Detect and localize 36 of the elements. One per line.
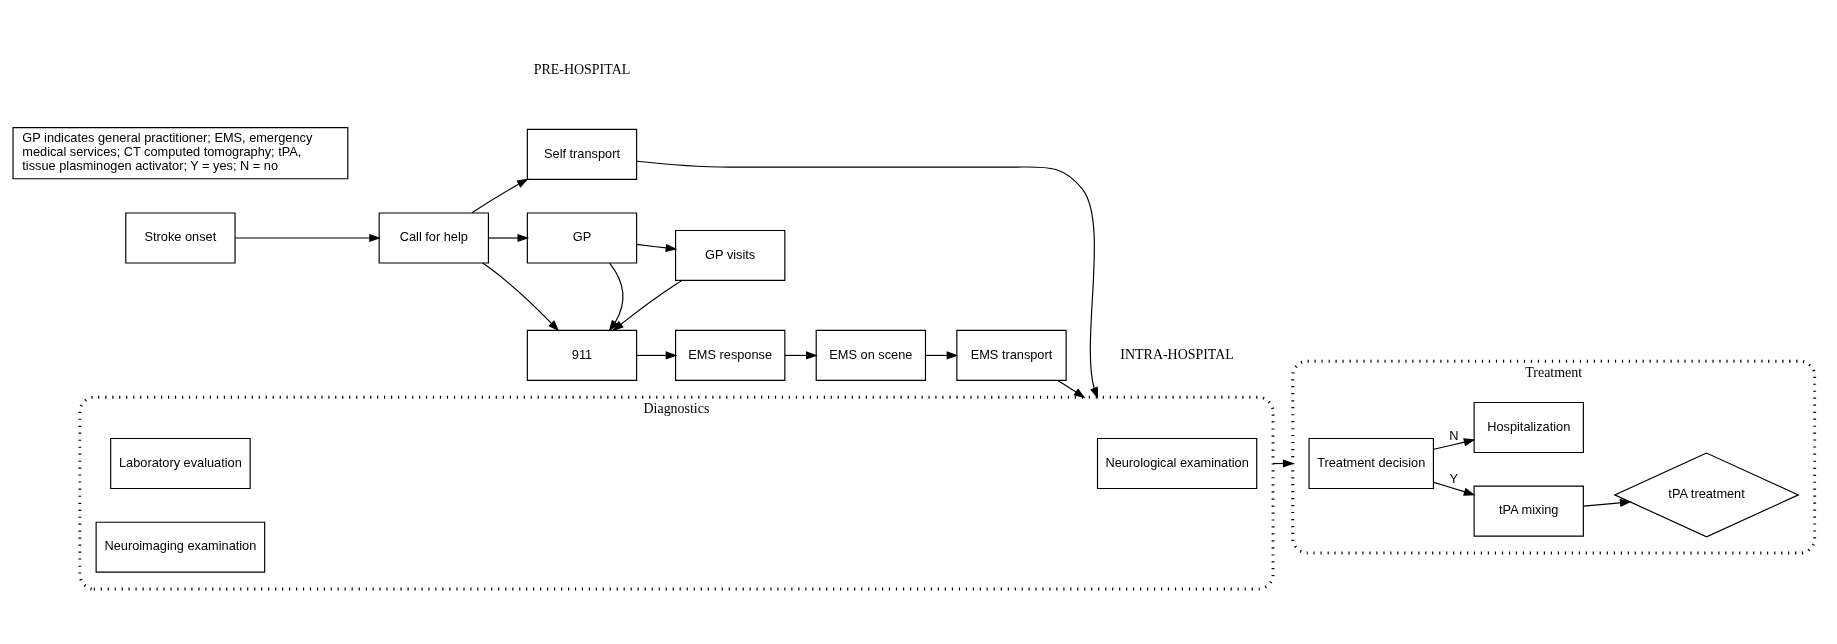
arrow bbox=[612, 280, 683, 332]
label: INTRA-HOSPITAL bbox=[1120, 347, 1234, 363]
arrow bbox=[636, 160, 1099, 399]
node-box: Neurological examination bbox=[1096, 437, 1258, 490]
edge-label: Y bbox=[1449, 471, 1459, 487]
node-box: GP indicates general practitioner; EMS, emergency medical services; CT computed tomography; tPA, tissue plasminogen activator; Y = yes; N = no bbox=[12, 127, 349, 180]
node-diamond: tPA treatment bbox=[1613, 452, 1800, 538]
node-box: Treatment decision bbox=[1308, 437, 1434, 490]
arrow bbox=[1433, 438, 1476, 450]
label: PRE-HOSPITAL bbox=[533, 62, 631, 78]
arrow bbox=[1433, 481, 1476, 496]
arrow bbox=[1057, 379, 1086, 399]
arrow bbox=[234, 233, 381, 243]
node-box: EMS response bbox=[675, 329, 786, 381]
arrow bbox=[924, 351, 959, 360]
node-box: GP bbox=[526, 212, 638, 264]
node-box: tPA mixing bbox=[1473, 485, 1584, 537]
node-box: 911 bbox=[526, 329, 638, 381]
arrow bbox=[471, 178, 529, 214]
arrow bbox=[487, 233, 530, 243]
arrow bbox=[608, 262, 624, 332]
node-box: Hospitalization bbox=[1473, 401, 1584, 454]
arrow bbox=[784, 351, 818, 360]
node-box: Neuroimaging examination bbox=[95, 521, 266, 573]
arrow bbox=[482, 262, 560, 332]
arrow bbox=[636, 351, 678, 360]
arrow bbox=[636, 243, 678, 252]
node-box: Self transport bbox=[526, 128, 638, 180]
edge-label: N bbox=[1449, 428, 1459, 444]
arrow bbox=[1582, 498, 1632, 507]
node-box: EMS transport bbox=[956, 329, 1067, 381]
node-box: Call for help bbox=[378, 212, 489, 264]
node-box: Laboratory evaluation bbox=[110, 437, 251, 490]
node-box: EMS on scene bbox=[815, 329, 927, 381]
node-box: GP visits bbox=[675, 229, 786, 282]
node-box: Stroke onset bbox=[125, 212, 236, 264]
